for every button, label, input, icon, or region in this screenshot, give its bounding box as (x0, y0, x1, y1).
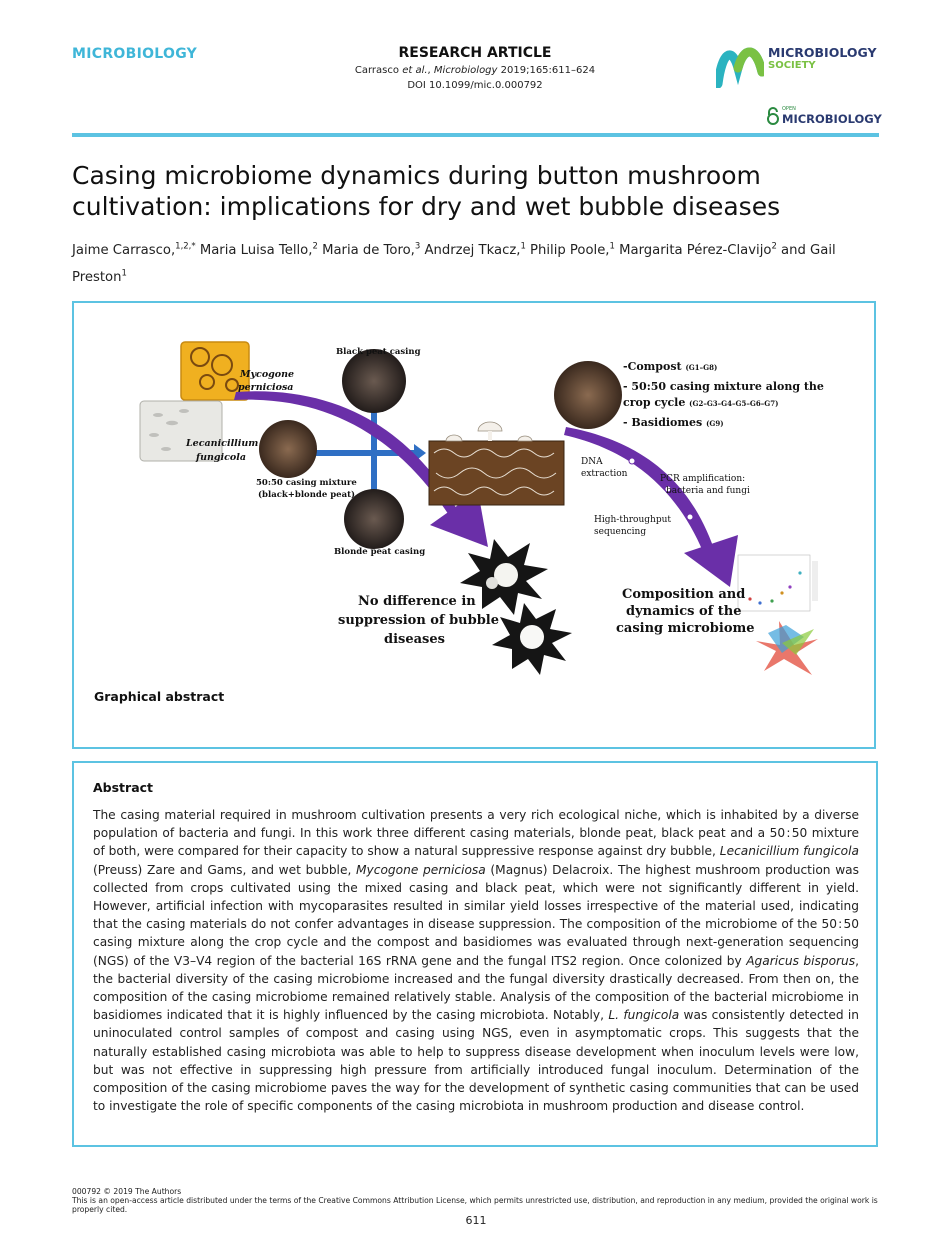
article-title: Casing microbiome dynamics during button… (72, 161, 781, 221)
pcr-label-1: PCR amplification: (660, 474, 745, 484)
open-microbiology-logo[interactable]: OPEN MICROBIOLOGY (766, 106, 886, 128)
mixture-item-1: - 50:50 casing mixture along the (623, 380, 824, 393)
header-rule (72, 133, 879, 137)
step-dot (686, 513, 694, 521)
author[interactable]: Maria de Toro,3 (317, 242, 421, 259)
dna-label-2: extraction (581, 469, 628, 479)
open-access-lock-icon (767, 107, 779, 125)
article-header: RESEARCH ARTICLE Carrasco et al., Microb… (290, 45, 660, 91)
mini-radar-chart (756, 621, 818, 675)
abstract-box: Abstract The casing material required in… (72, 761, 878, 1147)
compost-item: -Compost (G1–G8) (623, 360, 717, 373)
copyright: 000792 © 2019 The Authors (72, 1187, 182, 1196)
blonde-peat-label: Blonde peat casing (334, 547, 425, 557)
lecanicillium-label-2: fungicola (195, 452, 246, 463)
abstract-heading: Abstract (93, 780, 154, 795)
blonde-peat-photo (344, 489, 404, 549)
abstract-text: The casing material required in mushroom… (93, 808, 859, 1114)
cultivation-bed (428, 421, 565, 506)
graphical-abstract-figure: Mycogone perniciosa Lecanicillium fungic… (139, 341, 824, 675)
compost-photo (554, 361, 622, 429)
graphical-abstract-caption: Graphical abstract (94, 689, 225, 704)
mixture-label-1: 50:50 casing mixture (256, 478, 357, 488)
composition-line-3: casing microbiome (616, 621, 755, 636)
lecanicillium-label-1: Lecanicillium (185, 438, 258, 449)
mycogone-label-2: perniciosa (238, 382, 293, 393)
hts-label-2: sequencing (594, 527, 646, 537)
author[interactable]: and Gail Preston1 (72, 243, 836, 285)
journal-name: MICROBIOLOGY (72, 46, 198, 62)
graphical-abstract: Mycogone perniciosa Lecanicillium fungic… (72, 301, 876, 749)
author[interactable]: Andrzej Tkacz,1 (420, 242, 526, 259)
article-type: RESEARCH ARTICLE (398, 45, 552, 61)
no-difference-line-1: No difference in (358, 594, 476, 609)
microbiology-society-logo[interactable]: MICROBIOLOGY SOCIETY (713, 42, 884, 89)
author[interactable]: Philip Poole,1 (525, 242, 615, 259)
step-dot (628, 457, 636, 465)
author[interactable]: Margarita Pérez-Clavijo2 (614, 242, 777, 259)
mixture-label-2: (black+blonde peat) (258, 489, 355, 500)
doi[interactable]: DOI 10.1099/mic.0.000792 (407, 80, 543, 91)
composition-line-2: dynamics of the (626, 604, 742, 619)
purple-arrow-suppression (234, 391, 462, 523)
mixture-photo (259, 420, 317, 478)
society-logo-mark-icon (713, 47, 767, 89)
license-text: This is an open-access article distribut… (72, 1196, 878, 1214)
dna-label-1: DNA (581, 457, 603, 467)
no-difference-line-3: diseases (384, 632, 445, 647)
no-difference-line-2: suppression of bubble (338, 613, 499, 628)
mycogone-micrograph (180, 341, 250, 401)
step-dot (664, 485, 672, 493)
lecanicillium-micrograph (139, 400, 223, 462)
black-peat-label: Black peat casing (336, 347, 421, 357)
footer: 000792 © 2019 The Authors This is an ope… (72, 1187, 882, 1214)
purple-arrow-microbiome (564, 427, 716, 559)
mini-scatter-chart (737, 554, 818, 612)
composition-line-1: Composition and (622, 587, 745, 602)
mixture-item-2: crop cycle (G2–G3–G4–G5–G6–G7) (623, 396, 778, 409)
basidiomes-item: - Basidiomes (G9) (623, 416, 724, 429)
author[interactable]: Maria Luisa Tello,2 (195, 242, 318, 259)
author-list: Jaime Carrasco,1,2,* Maria Luisa Tello,2… (72, 236, 882, 289)
society-name: MICROBIOLOGY SOCIETY (768, 45, 877, 71)
author[interactable]: Jaime Carrasco,1,2,* (72, 242, 196, 259)
pcr-label-2: bacteria and fungi (666, 486, 750, 496)
mycogone-label-1: Mycogone (239, 369, 294, 380)
hts-label-1: High-throughput (594, 515, 671, 525)
citation: Carrasco et al., Microbiology 2019;165:6… (354, 65, 596, 76)
page-number: 611 (465, 1214, 487, 1227)
black-peat-photo (342, 349, 406, 413)
